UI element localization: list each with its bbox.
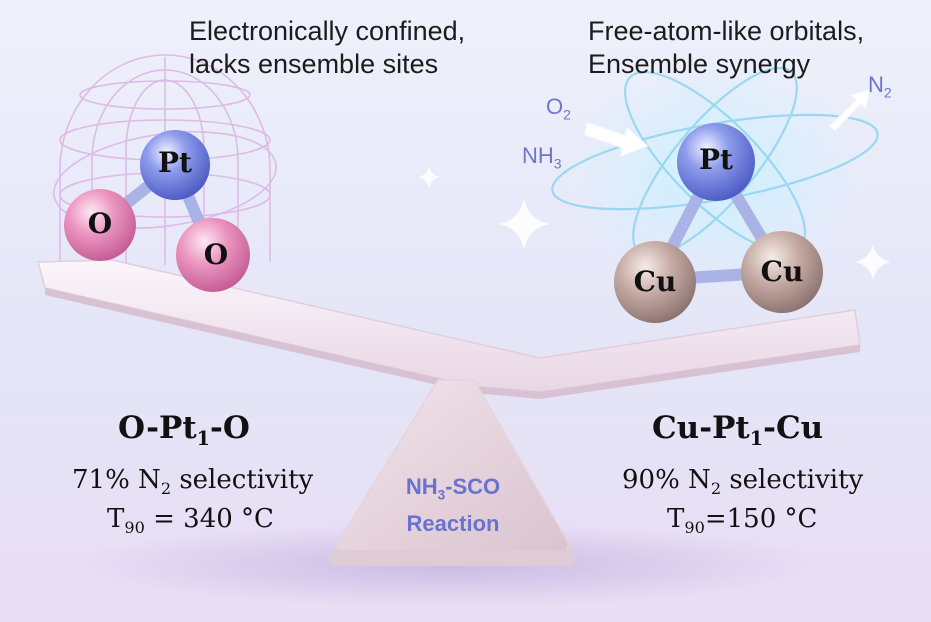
right-caption-line2: Ensemble synergy (588, 49, 811, 79)
o-pt-o-molecule (64, 130, 250, 292)
nh3-label: NH3 (522, 143, 562, 171)
n2-label: N2 (868, 72, 892, 100)
o-atom (64, 189, 136, 261)
sparkle-icon (498, 198, 550, 250)
left-title-a: O-Pt (118, 410, 197, 446)
left-t90-post: = 340 °C (144, 504, 274, 534)
left-title-b: -O (210, 410, 250, 446)
fulcrum-line2: Reaction (406, 511, 500, 537)
sparkle-icon (855, 244, 891, 280)
right-title-b: -Cu (763, 410, 824, 446)
cu-atom (614, 241, 696, 323)
n2-sub: 2 (883, 84, 892, 101)
nh3-sub: 3 (553, 155, 562, 172)
right-title: Cu-Pt1-Cu (652, 410, 823, 450)
left-title: O-Pt1-O (118, 410, 250, 450)
right-t90-pre: T (667, 504, 685, 534)
sparkle-icons (418, 166, 891, 280)
fulcrum-sub: 3 (437, 487, 446, 503)
balance-beam (37, 259, 861, 399)
left-t90-sub: 90 (124, 518, 145, 538)
fulcrum-post: -SCO (445, 474, 501, 499)
right-caption-line1: Free-atom-like orbitals, (588, 16, 865, 46)
o2-base: O (546, 94, 564, 119)
pt-atom (140, 130, 210, 200)
o-atom (176, 218, 250, 292)
left-t90-pre: T (107, 504, 125, 534)
right-selectivity-post: selectivity (721, 465, 864, 495)
fulcrum-pre: NH (405, 474, 438, 499)
fulcrum-label: NH3-SCO Reaction (383, 472, 523, 538)
right-title-a: Cu-Pt (652, 410, 750, 446)
left-caption-line2: lacks ensemble sites (189, 49, 439, 79)
right-selectivity-sub: 2 (710, 479, 722, 499)
pt-atom (677, 123, 755, 201)
o2-sub: 2 (563, 106, 571, 123)
right-title-sub: 1 (749, 427, 764, 451)
o2-label: O2 (546, 94, 571, 122)
fulcrum-line1: NH3-SCO (383, 472, 523, 509)
fulcrum-triangle (330, 379, 574, 566)
right-t90: T90=150 °C (667, 503, 817, 544)
right-t90-sub: 90 (684, 518, 705, 538)
nh3-base: NH (522, 143, 554, 168)
left-selectivity-sub: 2 (160, 479, 172, 499)
right-selectivity-pre: 90% N (622, 465, 711, 495)
left-selectivity: 71% N2 selectivity (72, 464, 313, 505)
left-selectivity-pre: 71% N (72, 465, 161, 495)
reactant-arrow-icon (583, 121, 649, 158)
cu-atom (741, 231, 823, 313)
left-caption: Electronically confined, lacks ensemble … (189, 15, 465, 81)
left-title-sub: 1 (196, 427, 211, 451)
left-t90: T90 = 340 °C (107, 503, 274, 544)
right-selectivity: 90% N2 selectivity (622, 464, 863, 505)
n2-base: N (868, 72, 884, 97)
cu-pt-cu-molecule (551, 60, 879, 323)
right-caption: Free-atom-like orbitals, Ensemble synerg… (588, 15, 864, 81)
sparkle-icon (418, 166, 440, 188)
left-selectivity-post: selectivity (171, 465, 314, 495)
arrow-icons (583, 88, 871, 158)
left-caption-line1: Electronically confined, (189, 16, 466, 46)
right-t90-post: =150 °C (704, 504, 818, 534)
product-arrow-icon (828, 88, 871, 132)
